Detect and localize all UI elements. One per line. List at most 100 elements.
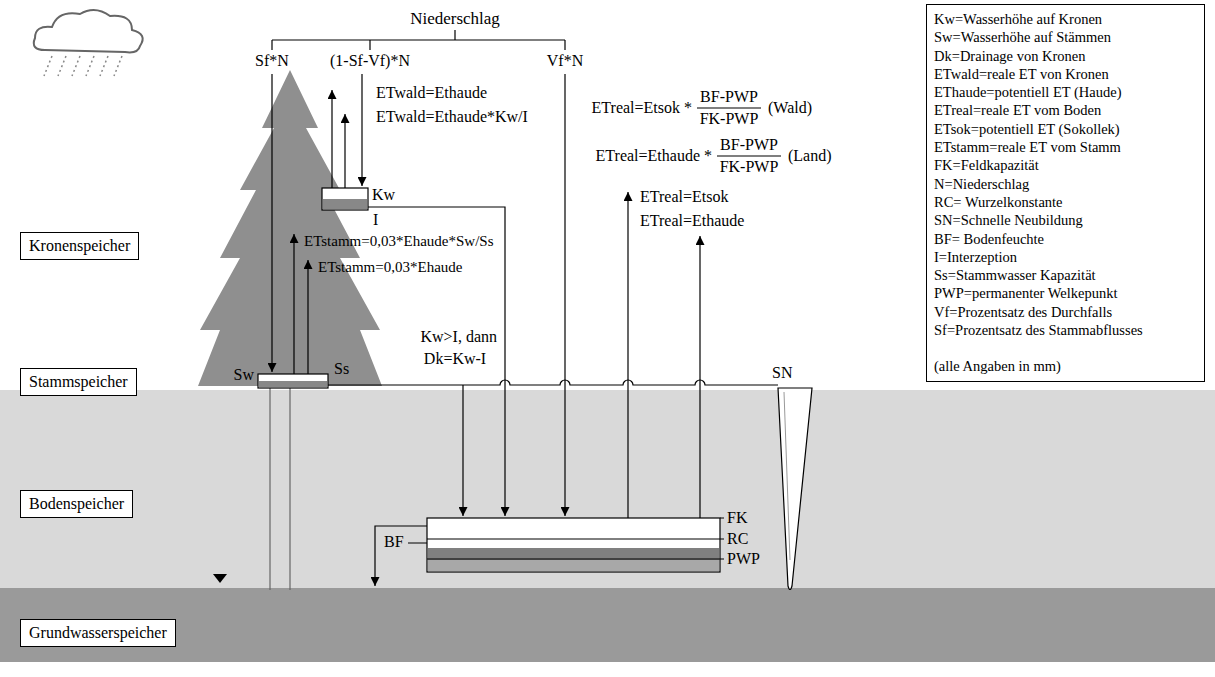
precipitation-bracket — [272, 30, 565, 50]
soil-layer — [428, 560, 719, 571]
flows — [272, 74, 778, 586]
legend-line: Sw=Wasserhöhe auf Stämmen — [934, 28, 1197, 46]
storage-name: Kronenspeicher — [29, 236, 130, 256]
throughfall-arrow — [564, 74, 565, 516]
leader-line — [408, 543, 427, 544]
legend-line: I=Interzeption — [934, 248, 1197, 266]
legend-line: Vf=Prozentsatz des Durchfalls — [934, 303, 1197, 321]
legend-line: Sf=Prozentsatz des Stammabflusses — [934, 321, 1197, 339]
funnel-shade — [784, 392, 790, 560]
legend-line: N=Niederschlag — [934, 175, 1197, 193]
storage-label: Kronenspeicher — [20, 232, 139, 260]
soil-layer — [428, 548, 719, 560]
formula-text: ETreal=Ethaude — [640, 212, 744, 230]
tree-trunk — [269, 388, 270, 590]
crown-tank — [322, 188, 368, 210]
soil-level-label: RC — [727, 530, 748, 548]
condition-text: Kw>I, dann — [420, 328, 497, 346]
formula-text: ETstamm=0,03*Ehaude — [318, 258, 462, 276]
formula-text: ETreal=Etsok * — [592, 99, 692, 117]
soil-level-label: FK — [727, 509, 747, 527]
storage-symbol-label: Ss — [334, 360, 349, 378]
drainage-arrow — [368, 207, 505, 516]
percolation-arrow — [375, 526, 427, 586]
evaporation-arrow — [344, 114, 345, 188]
evaporation-arrow — [307, 260, 308, 374]
spruce-tree — [198, 70, 382, 386]
soil-storage — [427, 518, 720, 572]
fraction-bar — [697, 107, 761, 108]
flow-title: Niederschlag — [410, 10, 500, 28]
formula-note: (Wald) — [768, 99, 812, 117]
cloud — [34, 10, 143, 52]
leader-line — [720, 518, 724, 519]
formula-text: ETreal=Ethaude * — [596, 147, 712, 165]
storage-symbol-label: Sw — [234, 366, 254, 384]
storage-label: Bodenspeicher — [20, 490, 133, 518]
fraction-denominator: FK-PWP — [700, 110, 759, 128]
bracket-line — [271, 40, 272, 50]
rain-line — [72, 56, 80, 76]
flow-label: Vf*N — [547, 52, 583, 70]
legend-line: Ss=Stammwasser Kapazität — [934, 266, 1197, 284]
legend-line: (alle Angaben in mm) — [934, 357, 1197, 375]
stem-tank — [258, 374, 328, 388]
condition-text: Dk=Kw-I — [424, 350, 486, 368]
evaporation-arrow — [293, 234, 294, 374]
legend-line: Kw=Wasserhöhe auf Kronen — [934, 10, 1197, 28]
legend-line: ETwald=reale ET von Kronen — [934, 65, 1197, 83]
legend-line: ETstamm=reale ET vom Stamm — [934, 138, 1197, 156]
storage-name: Bodenspeicher — [29, 494, 124, 514]
evaporation-arrow — [627, 192, 628, 518]
legend-line: FK=Feldkapazität — [934, 156, 1197, 174]
flow-arrow — [361, 74, 362, 186]
legend-line: BF= Bodenfeuchte — [934, 230, 1197, 248]
recharge-funnel — [778, 388, 812, 590]
bracket-line — [272, 39, 565, 40]
bracket-line — [454, 30, 455, 40]
legend-line: SN=Schnelle Neubildung — [934, 211, 1197, 229]
fraction-bar — [717, 155, 781, 156]
flow-arrow — [271, 74, 272, 372]
legend-line: ETsok=potentiell ET (Sokollek) — [934, 120, 1197, 138]
rain-line — [114, 56, 122, 76]
soil-level-label: BF — [384, 533, 404, 551]
rain-line — [86, 56, 94, 76]
storage-name: Stammspeicher — [29, 372, 128, 392]
leader-line — [720, 559, 724, 560]
rain-line — [44, 56, 52, 76]
legend-line: PWP=permanenter Welkepunkt — [934, 284, 1197, 302]
flow-label: Sf*N — [255, 52, 289, 70]
stemflow-arrow — [462, 385, 463, 516]
stem-water — [259, 381, 327, 387]
soil-band — [0, 390, 1215, 588]
storage-symbol-label: I — [373, 211, 378, 229]
legend-line: RC= Wurzelkonstante — [934, 193, 1197, 211]
rc-level — [427, 539, 720, 540]
formula-text: ETstamm=0,03*Ehaude*Sw/Ss — [304, 232, 494, 250]
fraction-numerator: BF-PWP — [720, 136, 778, 154]
flow-label: SN — [772, 364, 792, 382]
pwp-level — [427, 559, 720, 560]
groundwater-band — [0, 588, 1215, 662]
rain-line — [100, 56, 108, 76]
leader-line — [720, 539, 724, 540]
storage-name: Grundwasserspeicher — [29, 623, 167, 643]
flow-label: (1-Sf-Vf)*N — [330, 52, 410, 70]
tree-trunk — [289, 388, 290, 590]
evaporation-arrow — [331, 90, 332, 188]
formula-text: ETwald=Ethaude — [376, 84, 487, 102]
fraction-numerator: BF-PWP — [700, 88, 758, 106]
storage-label: Grundwasserspeicher — [20, 619, 176, 647]
formula-text: ETwald=Ethaude*Kw/I — [376, 108, 528, 126]
legend-line: ETreal=reale ET vom Boden — [934, 101, 1197, 119]
rain-line — [58, 56, 66, 76]
water-table-symbol — [213, 574, 227, 583]
legend-line: EThaude=potentiell ET (Haude) — [934, 83, 1197, 101]
legend-line: Dk=Drainage von Kronen — [934, 47, 1197, 65]
fast-recharge-pipe — [328, 380, 778, 385]
formula-text: ETreal=Etsok — [640, 188, 728, 206]
storage-symbol-label: Kw — [372, 186, 395, 204]
legend-box: Kw=Wasserhöhe auf KronenSw=Wasserhöhe au… — [926, 4, 1205, 382]
